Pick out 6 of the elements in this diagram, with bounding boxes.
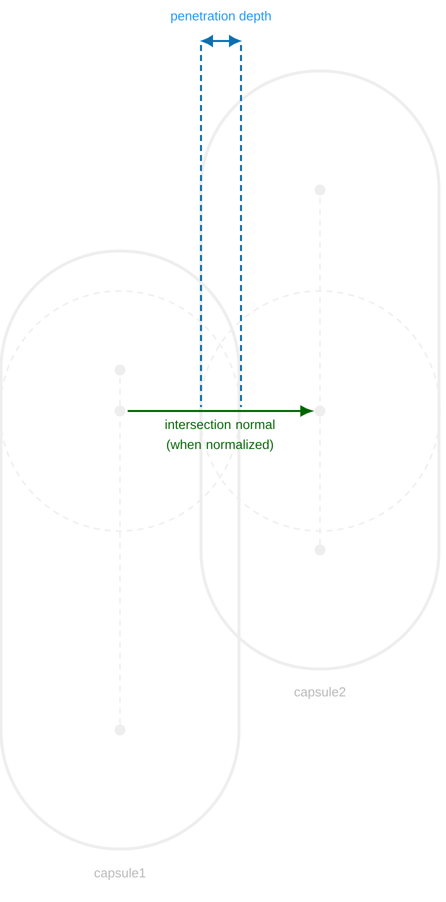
end-dot	[314, 406, 326, 416]
capsule-label: capsule2	[294, 686, 346, 700]
edge-label: intersection normal (when normalized)	[166, 420, 274, 452]
arrow	[128, 406, 312, 416]
capsule-label: capsule1	[94, 868, 146, 880]
dimension-label: penetration depth	[171, 10, 271, 24]
